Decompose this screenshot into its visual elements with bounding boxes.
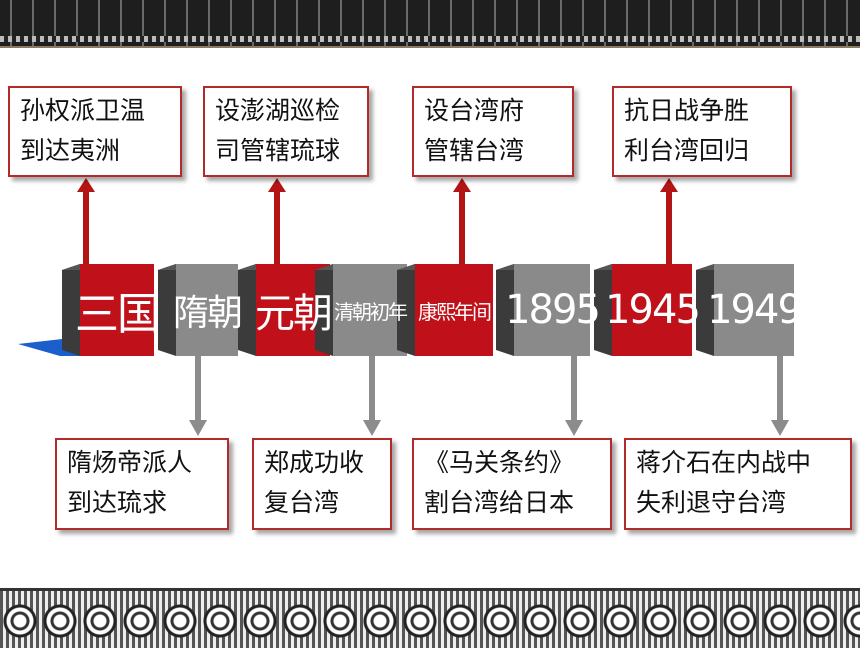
era-block-side [315, 264, 333, 356]
event-box-yuan: 设澎湖巡检 司管辖琉球 [203, 86, 369, 177]
era-block-side [62, 264, 80, 356]
arrowhead-up [77, 178, 95, 192]
era-block-side [158, 264, 176, 356]
arrowhead-up [453, 178, 471, 192]
event-box-kangxi: 设台湾府 管辖台湾 [412, 86, 574, 177]
event-text-line: 割台湾给日本 [424, 488, 575, 517]
arrowhead-up [268, 178, 286, 192]
era-block-side [238, 264, 256, 356]
arrowhead-down [189, 420, 207, 436]
era-block-side [496, 264, 514, 356]
event-text-line: 隋炀帝派人 [67, 448, 193, 477]
connector-up-line [274, 186, 280, 264]
era-label-sanguo: 三国 [75, 289, 161, 340]
connector-up-line [83, 186, 89, 264]
era-block-front [80, 264, 154, 356]
connector-up-line [459, 186, 465, 264]
era-label-1949: 1949 [707, 287, 803, 333]
event-text-line: 失利退守台湾 [636, 488, 787, 517]
top-decorative-border [0, 0, 860, 48]
event-box-qing: 郑成功收 复台湾 [252, 438, 392, 530]
event-text-line: 抗日战争胜 [624, 96, 750, 125]
era-label-qingchu: 清朝初年 [334, 299, 408, 324]
arrowhead-up [660, 178, 678, 192]
connector-down-line [369, 356, 375, 422]
event-text-line: 复台湾 [264, 488, 340, 517]
era-block-front [176, 264, 238, 356]
event-box-1949: 蒋介石在内战中 失利退守台湾 [624, 438, 852, 530]
arrowhead-down [771, 420, 789, 436]
era-block-side [397, 264, 415, 356]
connector-down-line [571, 356, 577, 422]
era-block-front [333, 264, 407, 356]
era-block-front [612, 264, 692, 356]
connector-down-line [195, 356, 201, 422]
event-text-line: 设台湾府 [424, 96, 525, 125]
connector-up-line [666, 186, 672, 264]
event-box-1895: 《马关条约》 割台湾给日本 [412, 438, 612, 530]
arrowhead-down [363, 420, 381, 436]
connector-down-line [777, 356, 783, 422]
era-block-side [594, 264, 612, 356]
era-label-1895: 1895 [505, 287, 601, 333]
event-box-1945: 抗日战争胜 利台湾回归 [612, 86, 792, 177]
event-text-line: 郑成功收 [264, 448, 365, 477]
era-block-front [415, 264, 493, 356]
era-label-kangxi: 康熙年间 [418, 299, 492, 324]
era-label-1945: 1945 [605, 287, 701, 333]
era-label-yuan: 元朝 [255, 291, 333, 337]
era-label-sui: 隋朝 [173, 293, 243, 334]
event-text-line: 《马关条约》 [424, 448, 575, 477]
event-box-sanguo: 孙权派卫温 到达夷洲 [8, 86, 182, 177]
event-text-line: 蒋介石在内战中 [636, 448, 812, 477]
bottom-wave-border [0, 588, 860, 648]
event-text-line: 管辖台湾 [424, 136, 525, 165]
event-box-sui: 隋炀帝派人 到达琉求 [55, 438, 229, 530]
event-text-line: 到达琉求 [67, 488, 168, 517]
era-block-front [714, 264, 794, 356]
event-text-line: 设澎湖巡检 [215, 96, 341, 125]
event-text-line: 孙权派卫温 [20, 96, 146, 125]
era-block-side [696, 264, 714, 356]
event-text-line: 到达夷洲 [20, 136, 121, 165]
arrowhead-down [565, 420, 583, 436]
event-text-line: 利台湾回归 [624, 136, 750, 165]
event-text-line: 司管辖琉球 [215, 136, 341, 165]
era-block-front [514, 264, 590, 356]
